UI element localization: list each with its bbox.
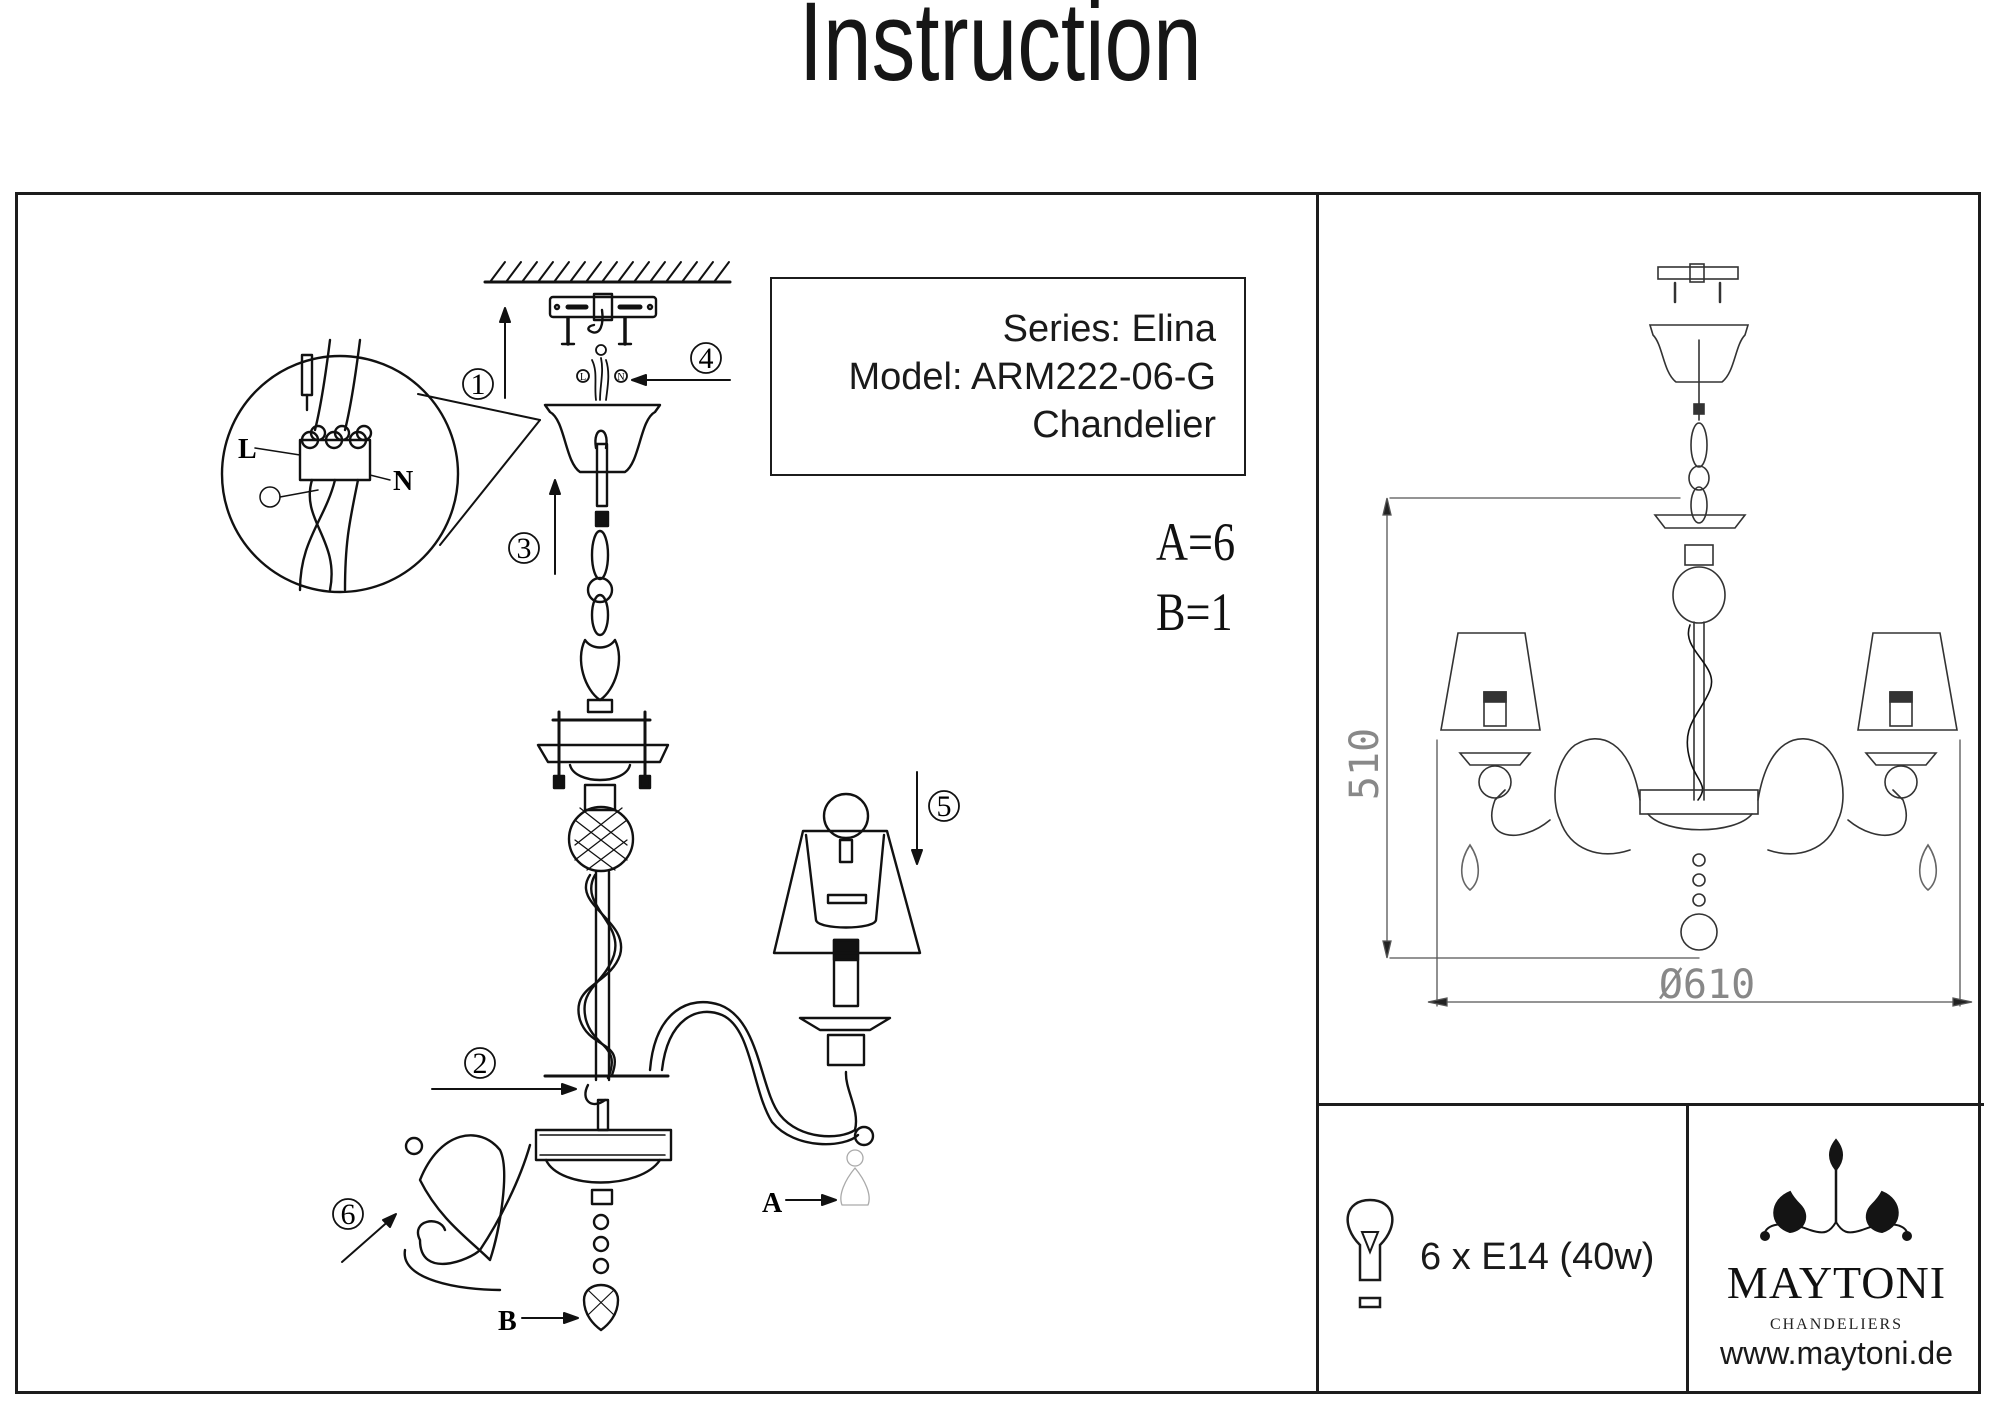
diagram-frame bbox=[15, 192, 1981, 1394]
instruction-arrows bbox=[341, 307, 923, 1324]
height-value: 510 bbox=[1342, 728, 1388, 800]
product-type-label: Chandelier bbox=[1032, 404, 1216, 446]
brand-name: MAYTONI bbox=[1726, 1257, 1947, 1308]
lamp-shade-icon bbox=[772, 792, 922, 955]
upper-plate-icon bbox=[536, 710, 670, 873]
mini-arm-right-icon bbox=[1757, 738, 1844, 855]
arm-plate-icon bbox=[534, 1074, 673, 1332]
part-count-a: A=6 bbox=[1156, 512, 1236, 572]
divider-footer bbox=[1686, 1103, 1689, 1394]
wiring-detail-icon bbox=[220, 338, 541, 594]
step-3-label: 3 bbox=[517, 532, 532, 565]
step-markers bbox=[332, 342, 960, 1230]
neutral-small-label: N bbox=[617, 372, 624, 383]
live-wire-label: L bbox=[238, 434, 257, 465]
mini-shade-left-icon bbox=[1440, 632, 1541, 892]
chain-icon bbox=[579, 529, 621, 714]
part-b-label: B bbox=[498, 1306, 517, 1337]
part-a-label: A bbox=[762, 1188, 783, 1219]
height-dimension bbox=[1382, 497, 1700, 959]
divider-horizontal bbox=[1316, 1103, 1984, 1106]
lamp-spec-text: 6 x E14 (40w) bbox=[1420, 1236, 1655, 1278]
ceiling-icon bbox=[483, 261, 732, 284]
lamp-arm-icon bbox=[648, 938, 892, 1147]
stem-icon bbox=[577, 870, 623, 1082]
neutral-wire-label: N bbox=[393, 466, 413, 497]
dancer-figure-icon bbox=[403, 1134, 532, 1292]
step-5-label: 5 bbox=[937, 790, 952, 823]
part-count-b: B=1 bbox=[1156, 582, 1233, 642]
step-1-label: 1 bbox=[471, 368, 486, 401]
canopy-icon bbox=[543, 403, 662, 528]
diameter-dimension bbox=[1427, 739, 1973, 1007]
page-title: Instruction bbox=[798, 0, 1202, 104]
step-4-label: 4 bbox=[699, 342, 714, 375]
step-6-label: 6 bbox=[341, 1198, 356, 1231]
diameter-value: Ø610 bbox=[1659, 962, 1755, 1008]
brand-subtitle: CHANDELIERS bbox=[1769, 1316, 1904, 1333]
brand-url-link[interactable]: www.maytoni.de bbox=[1720, 1335, 1953, 1371]
series-label: Series: Elina bbox=[1002, 308, 1216, 350]
step-2-label: 2 bbox=[473, 1047, 488, 1080]
model-label: Model: ARM222-06-G bbox=[848, 356, 1217, 398]
product-info-box: Series: Elina Model: ARM222-06-G Chandel… bbox=[770, 277, 1246, 476]
mini-bracket-icon bbox=[1657, 263, 1739, 304]
mini-canopy-icon bbox=[1648, 324, 1750, 383]
crystal-drop-a-icon bbox=[840, 1149, 870, 1206]
mounting-bracket-icon bbox=[548, 292, 658, 346]
supply-wires-icon bbox=[576, 344, 628, 401]
divider-vertical bbox=[1316, 192, 1319, 1394]
mini-shade-right-icon bbox=[1857, 632, 1958, 892]
mini-arm-left-icon bbox=[1554, 738, 1641, 855]
live-small-label: L bbox=[580, 372, 586, 383]
